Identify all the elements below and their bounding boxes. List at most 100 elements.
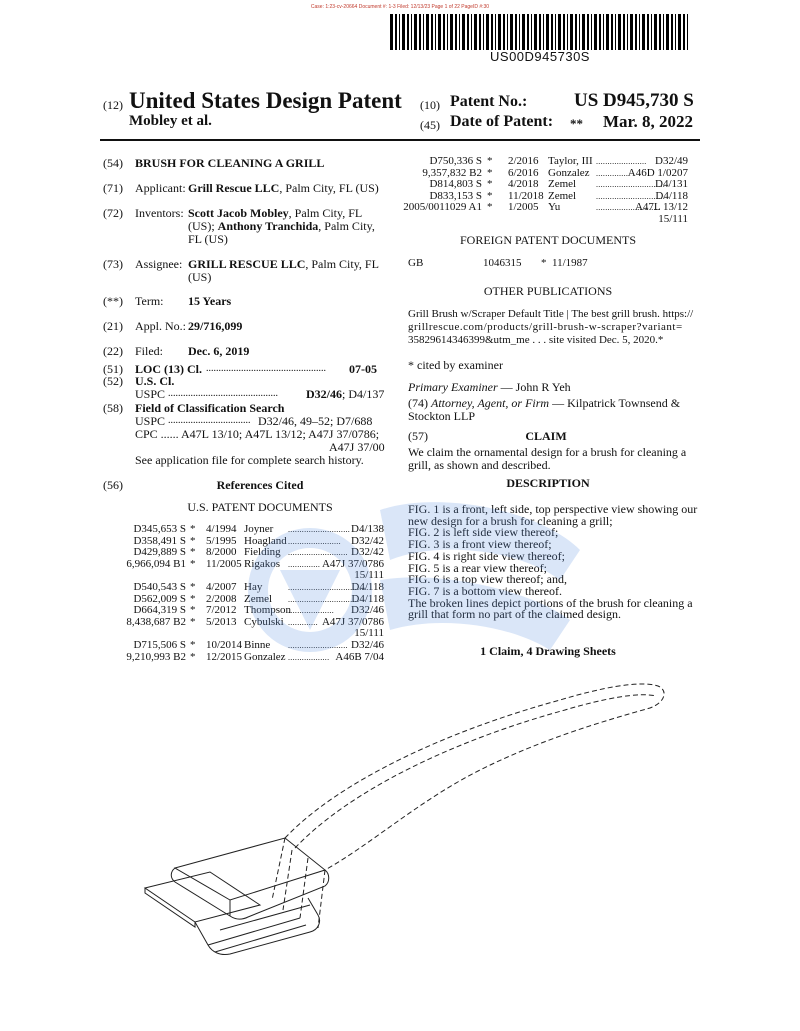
reference-number: D814,803 S bbox=[429, 178, 482, 191]
reference-number: 9,210,993 B2 bbox=[126, 650, 186, 663]
uspc-value: D32/46; D4/137 bbox=[306, 387, 384, 401]
description-line: FIG. 5 is a rear view thereof; bbox=[408, 560, 547, 575]
description-line: FIG. 6 is a top view thereof; and, bbox=[408, 572, 567, 587]
field-73-number: (73) bbox=[103, 257, 123, 271]
reference-dots: .......................... bbox=[288, 548, 348, 558]
reference-date: 11/2005 bbox=[206, 557, 242, 570]
reference-dots: ............................... bbox=[288, 593, 359, 606]
field-72-number: (72) bbox=[103, 206, 123, 220]
reference-inventor: Gonzalez bbox=[244, 650, 286, 663]
reference-date: 12/2015 bbox=[206, 650, 243, 663]
reference-number: 9,357,832 B2 bbox=[422, 166, 482, 179]
reference-row: 15/111 bbox=[128, 569, 384, 582]
term-label: Term: bbox=[135, 294, 164, 308]
reference-dots: .................. bbox=[288, 652, 330, 662]
reference-star: * bbox=[487, 178, 493, 191]
reference-number: D562,009 S bbox=[133, 592, 186, 605]
reference-star: * bbox=[487, 166, 493, 179]
other-publications-heading: OTHER PUBLICATIONS bbox=[483, 284, 613, 298]
assignee-name: GRILL RESCUE LLC bbox=[188, 257, 306, 271]
assignee-country: (US) bbox=[188, 270, 212, 284]
other-publication-line-1: Grill Brush w/Scraper Default Title | Th… bbox=[408, 308, 694, 320]
reference-star: * bbox=[190, 546, 196, 559]
filed-label: Filed: bbox=[135, 344, 164, 358]
reference-date: 10/2014 bbox=[206, 639, 243, 651]
inventors-line-3: FL (US) bbox=[188, 232, 228, 246]
field-10-number: (10) bbox=[420, 98, 440, 112]
foreign-date: 11/1987 bbox=[552, 257, 588, 269]
reference-inventor: Fielding bbox=[244, 546, 281, 559]
inventor-1-name: Scott Jacob Mobley bbox=[188, 206, 289, 220]
primary-examiner-name: — John R Yeh bbox=[497, 380, 571, 394]
attorney-line: (74) Attorney, Agent, or Firm — Kilpatri… bbox=[408, 396, 680, 410]
field-58-number: (58) bbox=[103, 401, 123, 415]
field-52-number: (52) bbox=[103, 374, 123, 388]
description-line: The broken lines depict portions of the … bbox=[408, 595, 693, 610]
reference-row: D562,009 S*2/2008Zemel..................… bbox=[128, 593, 384, 606]
reference-date: 8/2000 bbox=[206, 546, 237, 559]
field-21-number: (21) bbox=[103, 319, 123, 333]
reference-dots: ....................... bbox=[288, 536, 341, 546]
description-line: FIG. 7 is a bottom view thereof. bbox=[408, 584, 562, 598]
patent-no-label: Patent No.: bbox=[450, 93, 528, 110]
attorney-label: Attorney, Agent, or Firm bbox=[431, 396, 550, 410]
reference-number: D833,153 S bbox=[429, 189, 482, 202]
inventor-1-country: (US); bbox=[188, 219, 218, 233]
appl-no-value: 29/716,099 bbox=[188, 319, 243, 333]
inventor-short: Mobley et al. bbox=[129, 113, 212, 129]
barcode-number: US00D945730S bbox=[490, 49, 590, 64]
date-stars: ** bbox=[570, 116, 583, 131]
reference-date: 7/2012 bbox=[206, 604, 237, 617]
reference-star: * bbox=[190, 615, 196, 628]
patent-number: US D945,730 S bbox=[574, 90, 694, 111]
references-cited-heading: References Cited bbox=[216, 478, 304, 492]
reference-class: D4/118 bbox=[655, 189, 688, 202]
applicant-value: Grill Rescue LLC, Palm City, FL (US) bbox=[188, 181, 379, 195]
barcode-image bbox=[390, 14, 688, 50]
search-history-note: See application file for complete search… bbox=[135, 453, 364, 467]
reference-inventor: Zemel bbox=[548, 189, 577, 202]
reference-class: D32/42 bbox=[351, 546, 384, 559]
reference-number: 6,966,094 B1 bbox=[126, 557, 186, 570]
case-header-note: Case: 1:23-cv-20664 Document #: 1-3 File… bbox=[310, 4, 490, 10]
reference-row: D664,319 S*7/2012Thompson...............… bbox=[128, 604, 384, 617]
reference-number: 2005/0011029 A1 bbox=[403, 201, 482, 214]
reference-class: 15/111 bbox=[354, 627, 384, 640]
claims-sheets-count: 1 Claim, 4 Drawing Sheets bbox=[480, 644, 616, 658]
reference-class: D32/42 bbox=[351, 534, 384, 547]
reference-inventor: Rigakos bbox=[244, 557, 281, 570]
reference-class: D32/49 bbox=[655, 155, 688, 167]
description-line: FIG. 2 is left side view thereof; bbox=[408, 525, 558, 539]
reference-date: 2/2008 bbox=[206, 592, 237, 605]
reference-date: 11/2018 bbox=[508, 189, 544, 202]
reference-date: 2/2016 bbox=[508, 155, 539, 167]
reference-star: * bbox=[190, 592, 196, 605]
field-12-number: (12) bbox=[103, 98, 123, 112]
claim-heading: CLAIM bbox=[525, 429, 567, 443]
reference-star: * bbox=[487, 155, 493, 167]
search-cpc-line: CPC ...... A47L 13/10; A47L 13/12; A47J … bbox=[135, 427, 380, 441]
description-line: grill that form no part of the claimed d… bbox=[408, 607, 621, 622]
classification-search-label: Field of Classification Search bbox=[135, 401, 285, 415]
reference-dots: ...................... bbox=[596, 157, 647, 166]
reference-date: 5/1995 bbox=[206, 534, 237, 547]
reference-class: D4/118 bbox=[351, 592, 384, 605]
assignee-location: , Palm City, FL bbox=[305, 257, 379, 271]
search-uspc-value: D32/46, 49–52; D7/688 bbox=[258, 414, 373, 428]
reference-star: * bbox=[190, 557, 196, 570]
reference-star: * bbox=[190, 581, 196, 593]
uspc-label: USPC bbox=[135, 387, 166, 401]
field-term-number: (**) bbox=[103, 294, 123, 308]
invention-title: BRUSH FOR CLEANING A GRILL bbox=[135, 156, 325, 170]
field-74-number: (74) bbox=[408, 396, 428, 410]
primary-examiner: Primary Examiner — John R Yeh bbox=[408, 380, 571, 394]
claim-text-line-2: grill, as shown and described. bbox=[408, 458, 551, 472]
field-56-number: (56) bbox=[103, 478, 123, 492]
